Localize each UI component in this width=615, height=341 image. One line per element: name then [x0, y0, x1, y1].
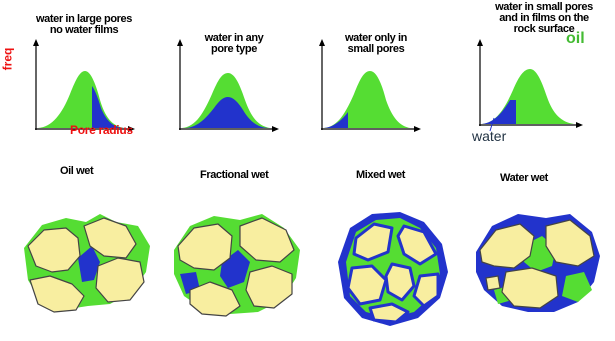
title-mixed-wet: Mixed wet [356, 169, 405, 181]
title-oil-wet: Oil wet [60, 165, 94, 177]
x-axis-label: Pore radius [70, 123, 133, 137]
caption-line: water in small pores [495, 1, 593, 13]
caption-line: and in films on the [499, 12, 589, 24]
histogram-fractional-wet [177, 39, 279, 132]
panel-caption-water-wet: water in small pores and in films on the… [480, 2, 608, 35]
caption-line: small pores [347, 43, 405, 55]
water-distribution-curve [92, 86, 124, 128]
pore-diagram-water-wet [476, 214, 600, 312]
caption-line: water in large pores [36, 13, 132, 25]
title-water-wet: Water wet [500, 172, 548, 184]
water-distribution-curve [482, 100, 516, 124]
caption-line: no water films [49, 24, 119, 36]
caption-line: rock surface [513, 23, 575, 35]
panel-caption-oil-wet: water in large pores no water films [32, 14, 136, 36]
water-distribution-curve [324, 112, 348, 128]
caption-line: pore type [211, 43, 257, 55]
oil-distribution-curve [38, 71, 124, 128]
y-axis-label: freq [0, 47, 15, 71]
water-legend-label: water [472, 128, 507, 144]
panel-caption-fractional-wet: water in any pore type [186, 33, 282, 55]
caption-line: water only in [344, 32, 408, 44]
pore-diagram-oil-wet [24, 214, 150, 313]
water-pointer-line [489, 117, 495, 132]
oil-distribution-curve [482, 69, 574, 124]
water-distribution-curve [186, 97, 268, 128]
caption-line: water in any [204, 32, 264, 44]
pore-diagram-mixed-wet [338, 212, 448, 326]
pore-diagram-fractional-wet [174, 214, 300, 317]
histogram-oil-wet [33, 39, 135, 132]
histogram-mixed-wet [319, 39, 421, 132]
title-fractional-wet: Fractional wet [200, 169, 269, 181]
oil-distribution-curve [324, 71, 410, 128]
oil-legend-label: oil [566, 30, 585, 47]
histogram-water-wet [477, 39, 583, 132]
panel-caption-mixed-wet: water only in small pores [326, 33, 426, 55]
